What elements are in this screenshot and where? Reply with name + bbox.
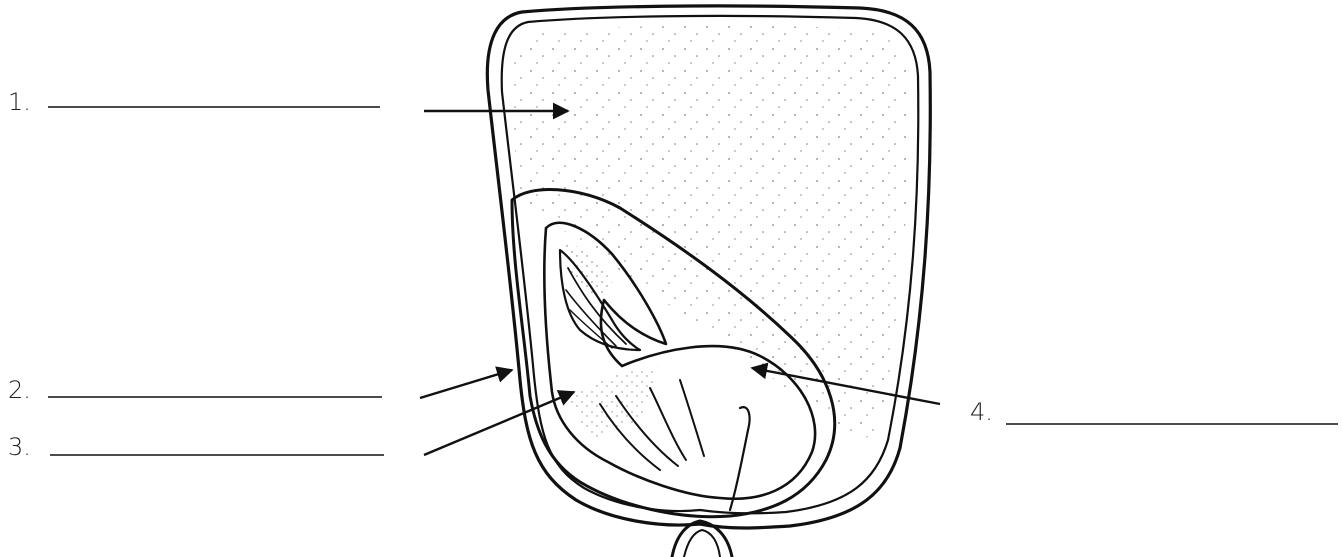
label-4-number: 4.: [970, 398, 993, 426]
label-3: 3.: [8, 433, 384, 461]
arrow-3: [424, 392, 574, 455]
label-1-number: 1.: [8, 88, 31, 116]
label-2: 2.: [8, 376, 382, 404]
label-3-number: 3.: [8, 433, 31, 461]
seed-illustration: [487, 6, 930, 557]
arrow-2: [420, 370, 512, 398]
label-4: 4.: [970, 398, 1338, 426]
label-2-number: 2.: [8, 376, 31, 404]
label-1: 1.: [8, 88, 380, 116]
